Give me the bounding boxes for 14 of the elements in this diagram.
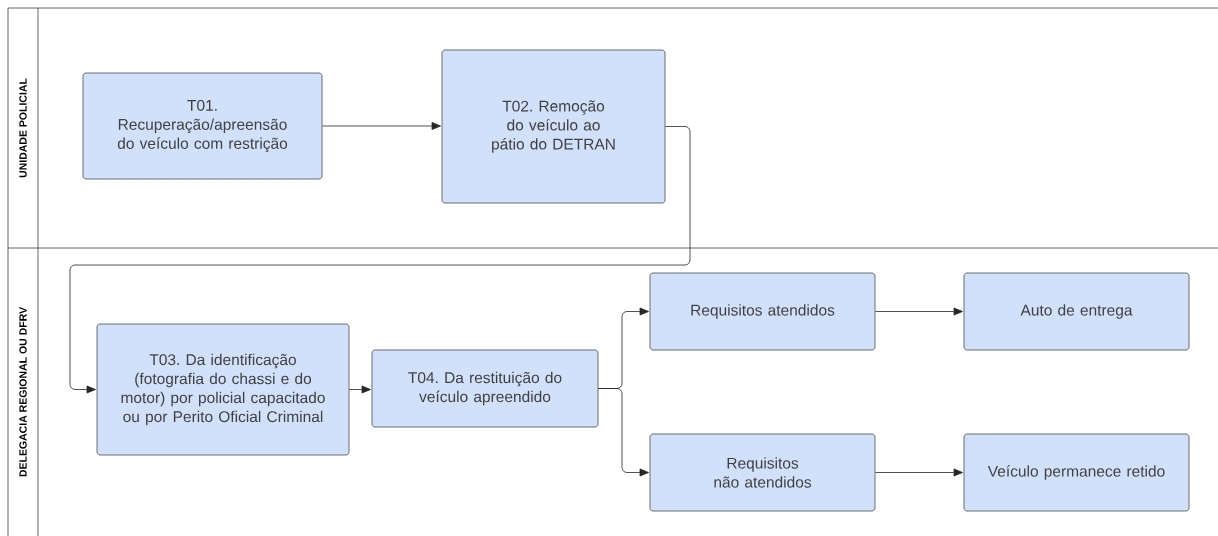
arrow bbox=[349, 385, 371, 394]
process-box: T02. Remoção do veículo ao pátio do DETRAN bbox=[441, 49, 666, 204]
arrow bbox=[875, 468, 963, 477]
process-box: Requisitos atendidos bbox=[649, 272, 876, 351]
process-box: T04. Da restituição do veículo apreendido bbox=[371, 349, 599, 428]
arrow bbox=[69, 126, 691, 394]
arrow bbox=[322, 122, 441, 130]
process-box: Requisitos não atendidos bbox=[649, 433, 876, 512]
arrow bbox=[598, 388, 649, 477]
arrow bbox=[875, 307, 963, 316]
process-box: T01. Recuperação/apreensão do veículo com restrição bbox=[82, 72, 323, 180]
process-box: Veículo permanece retido bbox=[963, 433, 1190, 512]
process-box: T03. Da identificação (fotografia do chassi e do motor) por policial capacitado ou por Perito Oficial Criminal bbox=[96, 323, 350, 456]
process-box: Auto de entrega bbox=[963, 272, 1190, 351]
